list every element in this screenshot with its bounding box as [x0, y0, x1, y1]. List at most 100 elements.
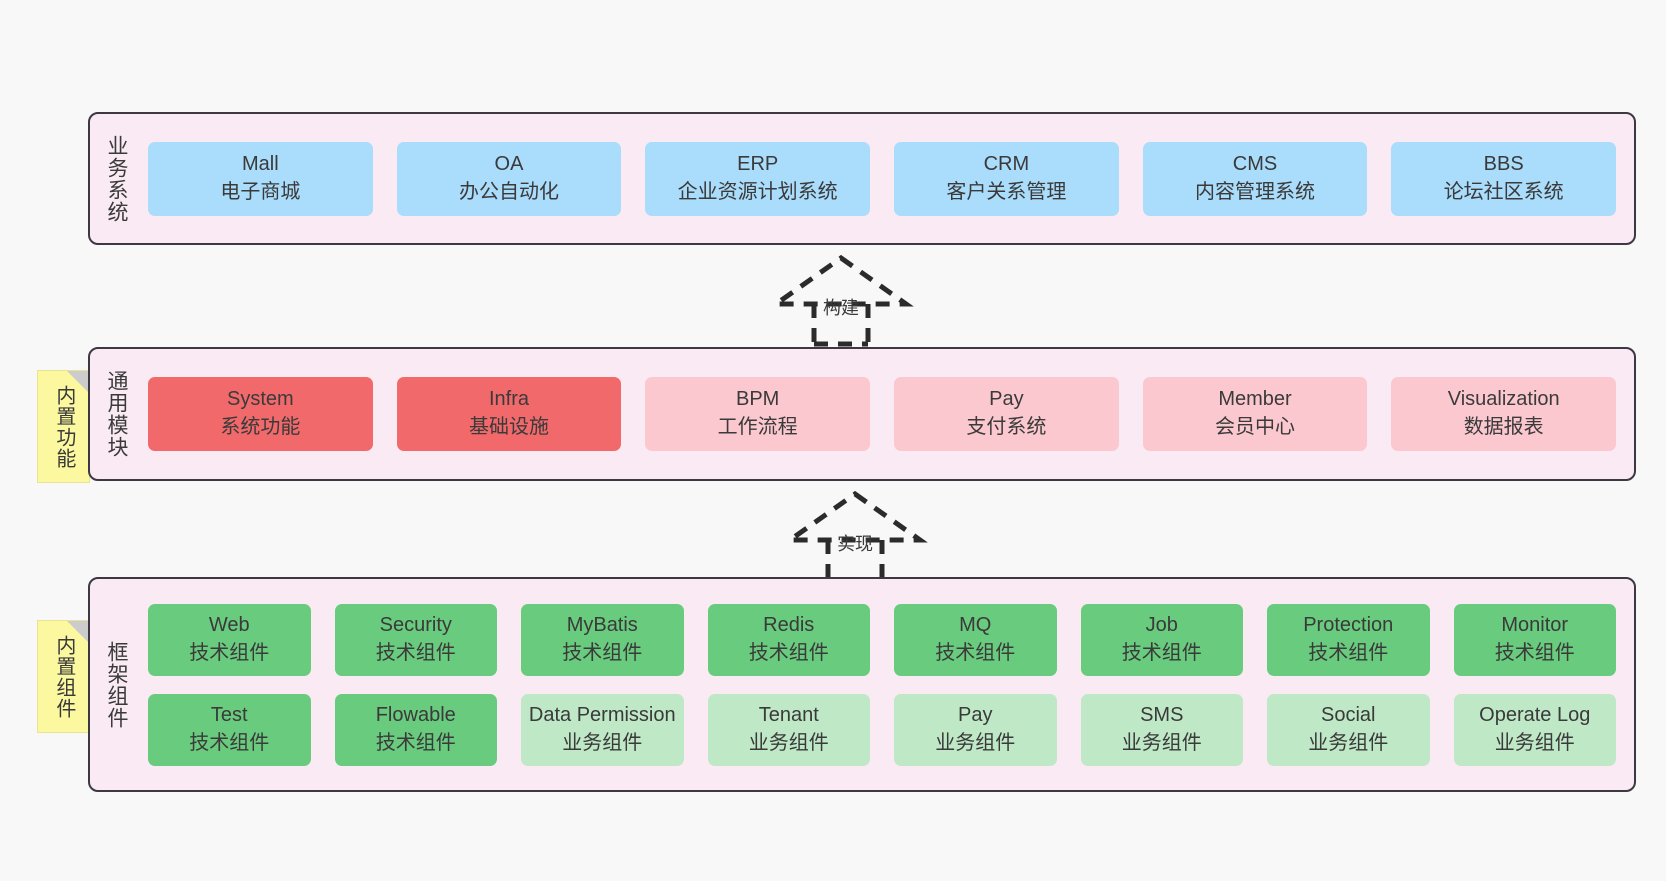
node-name-en: Security: [379, 613, 452, 636]
layer-title-framework-components: 框架组件: [104, 640, 128, 729]
node-name-en: Monitor: [1501, 613, 1569, 636]
node-name-cn: 技术组件: [748, 641, 829, 664]
node-name-cn: 业务组件: [748, 731, 829, 754]
node-visualization[interactable]: Visualization 数据报表: [1391, 377, 1617, 451]
note-fold-corner-icon: [67, 371, 89, 393]
node-name-cn: 企业资源计划系统: [677, 180, 838, 203]
node-name-en: Web: [208, 613, 250, 636]
node-operate-log[interactable]: Operate Log 业务组件: [1453, 693, 1616, 766]
node-name-en: Data Permission: [528, 703, 676, 726]
node-name-en: SMS: [1140, 703, 1184, 726]
node-mybatis[interactable]: MyBatis 技术组件: [521, 603, 684, 676]
node-pay-component[interactable]: Pay 业务组件: [894, 693, 1057, 766]
node-name-cn: 支付系统: [966, 416, 1047, 438]
node-name-cn: 基础设施: [469, 416, 549, 438]
node-tenant[interactable]: Tenant 业务组件: [707, 693, 870, 766]
node-name-cn: 技术组件: [562, 641, 643, 664]
node-infra[interactable]: Infra 基础设施: [396, 377, 622, 451]
node-monitor[interactable]: Monitor 技术组件: [1453, 603, 1616, 676]
node-name-cn: 工作流程: [717, 416, 798, 438]
node-row: Test 技术组件 Flowable 技术组件 Data Permission …: [148, 693, 1616, 766]
node-member[interactable]: Member 会员中心: [1142, 377, 1368, 451]
node-name-cn: 技术组件: [189, 641, 270, 664]
node-name-cn: 技术组件: [375, 641, 456, 664]
node-cms[interactable]: CMS 内容管理系统: [1142, 141, 1368, 216]
node-name-en: System: [226, 388, 294, 411]
node-name-en: Pay: [989, 388, 1024, 411]
node-data-permission[interactable]: Data Permission 业务组件: [521, 693, 684, 766]
arrow-build: 构建: [756, 254, 926, 347]
node-row: Mall 电子商城 OA 办公自动化 ERP 企业资源计划系统 CRM 客户关系…: [148, 141, 1617, 216]
layer-common-modules: 通用模块 System 系统功能 Infra 基础设施 BPM 工作流程 Pay…: [88, 347, 1636, 481]
node-bpm[interactable]: BPM 工作流程: [645, 377, 871, 451]
node-pay-module[interactable]: Pay 支付系统: [894, 377, 1119, 451]
node-name-en: Job: [1145, 613, 1178, 636]
node-name-cn: 会员中心: [1215, 416, 1296, 438]
node-name-en: Infra: [488, 388, 530, 411]
node-name-cn: 数据报表: [1463, 416, 1544, 438]
arrow-build-icon: [768, 254, 914, 347]
sticky-note-builtin-function: 内置功能: [37, 370, 90, 483]
node-erp[interactable]: ERP 企业资源计划系统: [645, 141, 871, 216]
layer-title-common-modules: 通用模块: [104, 370, 128, 458]
node-test[interactable]: Test 技术组件: [148, 693, 311, 766]
node-mq[interactable]: MQ 技术组件: [894, 603, 1057, 676]
node-name-en: Pay: [958, 703, 993, 726]
node-name-en: Test: [210, 703, 248, 726]
node-security[interactable]: Security 技术组件: [334, 603, 497, 676]
node-oa[interactable]: OA 办公自动化: [396, 141, 622, 216]
layer-body-common-modules: System 系统功能 Infra 基础设施 BPM 工作流程 Pay 支付系统…: [142, 349, 1634, 479]
node-job[interactable]: Job 技术组件: [1080, 603, 1243, 676]
node-crm[interactable]: CRM 客户关系管理: [894, 141, 1119, 216]
sticky-note-builtin-component: 内置组件: [37, 620, 90, 733]
sticky-note-label: 内置组件: [52, 634, 75, 719]
node-name-cn: 业务组件: [562, 731, 643, 754]
node-name-cn: 论坛社区系统: [1443, 180, 1564, 203]
node-flowable[interactable]: Flowable 技术组件: [334, 693, 497, 766]
node-name-en: Operate Log: [1479, 703, 1591, 726]
node-name-en: Mall: [242, 152, 279, 175]
node-sms[interactable]: SMS 业务组件: [1080, 693, 1243, 766]
layer-body-framework-components: Web 技术组件 Security 技术组件 MyBatis 技术组件 Redi…: [142, 579, 1634, 790]
node-name-en: CRM: [983, 152, 1030, 175]
node-social[interactable]: Social 业务组件: [1267, 693, 1430, 766]
node-web[interactable]: Web 技术组件: [148, 603, 311, 676]
node-name-cn: 技术组件: [1121, 641, 1202, 664]
node-name-en: MQ: [959, 613, 992, 636]
node-protection[interactable]: Protection 技术组件: [1267, 603, 1430, 676]
node-mall[interactable]: Mall 电子商城: [148, 141, 373, 216]
arrow-implement-label: 实现: [837, 534, 873, 554]
node-name-cn: 业务组件: [935, 731, 1016, 754]
node-bbs[interactable]: BBS 论坛社区系统: [1391, 141, 1617, 216]
node-name-en: BBS: [1483, 152, 1524, 175]
node-name-cn: 客户关系管理: [946, 180, 1067, 203]
layer-business-systems: 业务系统 Mall 电子商城 OA 办公自动化 ERP 企业资源计划系统 CRM…: [88, 112, 1636, 245]
node-name-cn: 电子商城: [220, 180, 301, 203]
node-name-cn: 业务组件: [1121, 731, 1202, 754]
node-name-en: Protection: [1303, 613, 1394, 636]
node-row: Web 技术组件 Security 技术组件 MyBatis 技术组件 Redi…: [148, 603, 1616, 676]
node-system[interactable]: System 系统功能: [148, 377, 373, 451]
arrow-build-label: 构建: [823, 298, 859, 318]
node-name-en: OA: [494, 152, 524, 175]
layer-framework-components: 框架组件 Web 技术组件 Security 技术组件 MyBatis 技术组件…: [88, 577, 1636, 792]
node-name-cn: 技术组件: [1308, 641, 1389, 664]
node-name-en: Tenant: [758, 703, 819, 726]
node-name-cn: 技术组件: [935, 641, 1016, 664]
node-row: System 系统功能 Infra 基础设施 BPM 工作流程 Pay 支付系统…: [148, 377, 1617, 451]
arrow-implement: 实现: [770, 490, 940, 583]
node-name-en: Flowable: [375, 703, 456, 726]
node-name-cn: 技术组件: [189, 731, 270, 754]
node-name-en: Social: [1321, 703, 1376, 726]
layer-title-business-systems: 业务系统: [104, 134, 128, 223]
node-name-en: ERP: [737, 152, 779, 175]
node-name-cn: 技术组件: [1494, 641, 1575, 664]
node-redis[interactable]: Redis 技术组件: [707, 603, 870, 676]
node-name-cn: 办公自动化: [459, 180, 559, 203]
sticky-note-label: 内置功能: [52, 384, 75, 469]
node-name-en: Redis: [763, 613, 815, 636]
note-fold-corner-icon: [67, 621, 89, 643]
node-name-cn: 业务组件: [1308, 731, 1389, 754]
node-name-cn: 技术组件: [375, 731, 456, 754]
